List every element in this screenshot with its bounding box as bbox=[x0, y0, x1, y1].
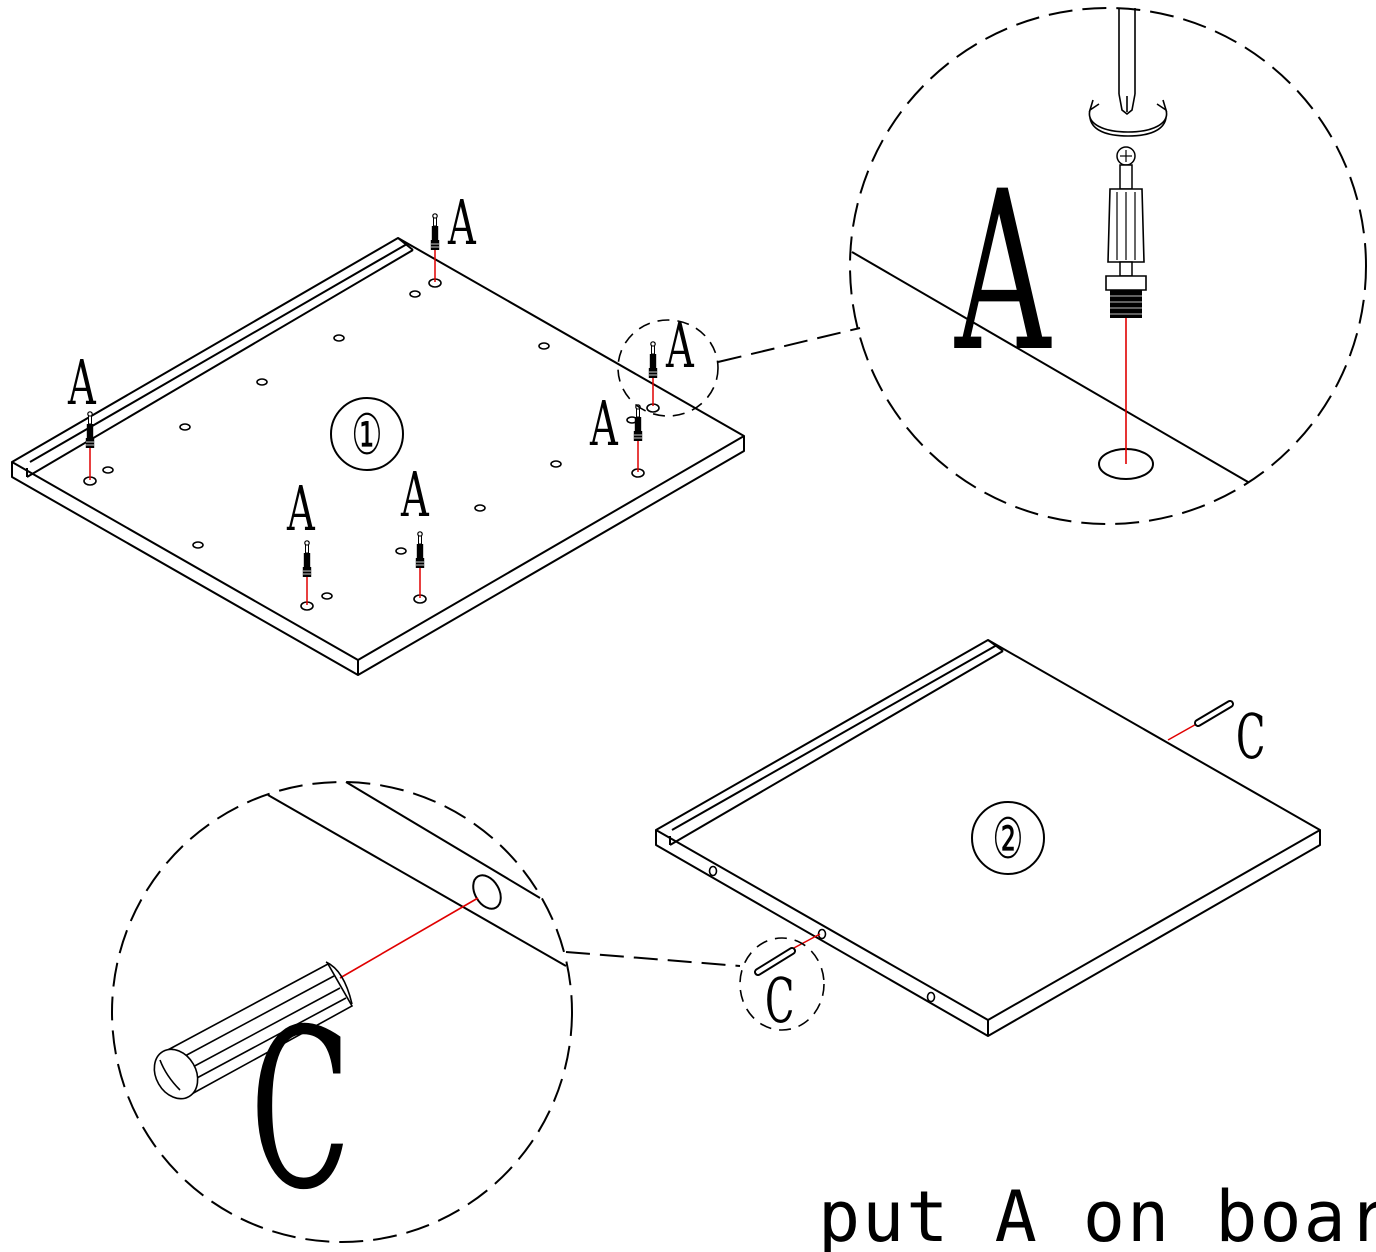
svg-text:C: C bbox=[250, 982, 351, 1238]
board-1-guide-lines bbox=[89, 250, 654, 605]
detail-c: C bbox=[111, 781, 573, 1243]
svg-text:①: ① bbox=[351, 402, 382, 467]
board-1-holes bbox=[83, 278, 660, 611]
board-2-edge-holes bbox=[708, 865, 936, 1003]
svg-text:C: C bbox=[765, 966, 794, 1038]
callout-c-leader bbox=[565, 951, 741, 967]
screwdriver-icon bbox=[1088, 8, 1168, 137]
callout-c-small bbox=[739, 937, 825, 1031]
svg-text:A: A bbox=[67, 348, 96, 420]
svg-text:A: A bbox=[447, 188, 476, 260]
svg-text:C: C bbox=[1236, 702, 1265, 774]
instruction-caption: put A on board bbox=[818, 1182, 1376, 1252]
cam-bolt-detail-icon bbox=[1105, 146, 1147, 318]
svg-text:A: A bbox=[665, 311, 694, 383]
detail-a: A bbox=[849, 7, 1367, 525]
svg-text:A: A bbox=[400, 460, 429, 532]
svg-text:A: A bbox=[286, 474, 315, 546]
svg-text:②: ② bbox=[992, 806, 1023, 871]
board-2 bbox=[655, 639, 1321, 1037]
part-c-labels: C C bbox=[765, 702, 1265, 1038]
part-a-labels: A A A A A A bbox=[67, 188, 694, 546]
callout-a-small bbox=[617, 319, 719, 417]
callout-a-leader bbox=[717, 327, 861, 363]
svg-text:A: A bbox=[954, 144, 1052, 400]
dowel-c-icon bbox=[754, 700, 1234, 976]
step-2-badge: ② bbox=[971, 801, 1045, 875]
svg-text:A: A bbox=[589, 389, 618, 461]
dowel-c-detail-icon bbox=[153, 961, 354, 1100]
step-1-badge: ① bbox=[330, 397, 404, 471]
